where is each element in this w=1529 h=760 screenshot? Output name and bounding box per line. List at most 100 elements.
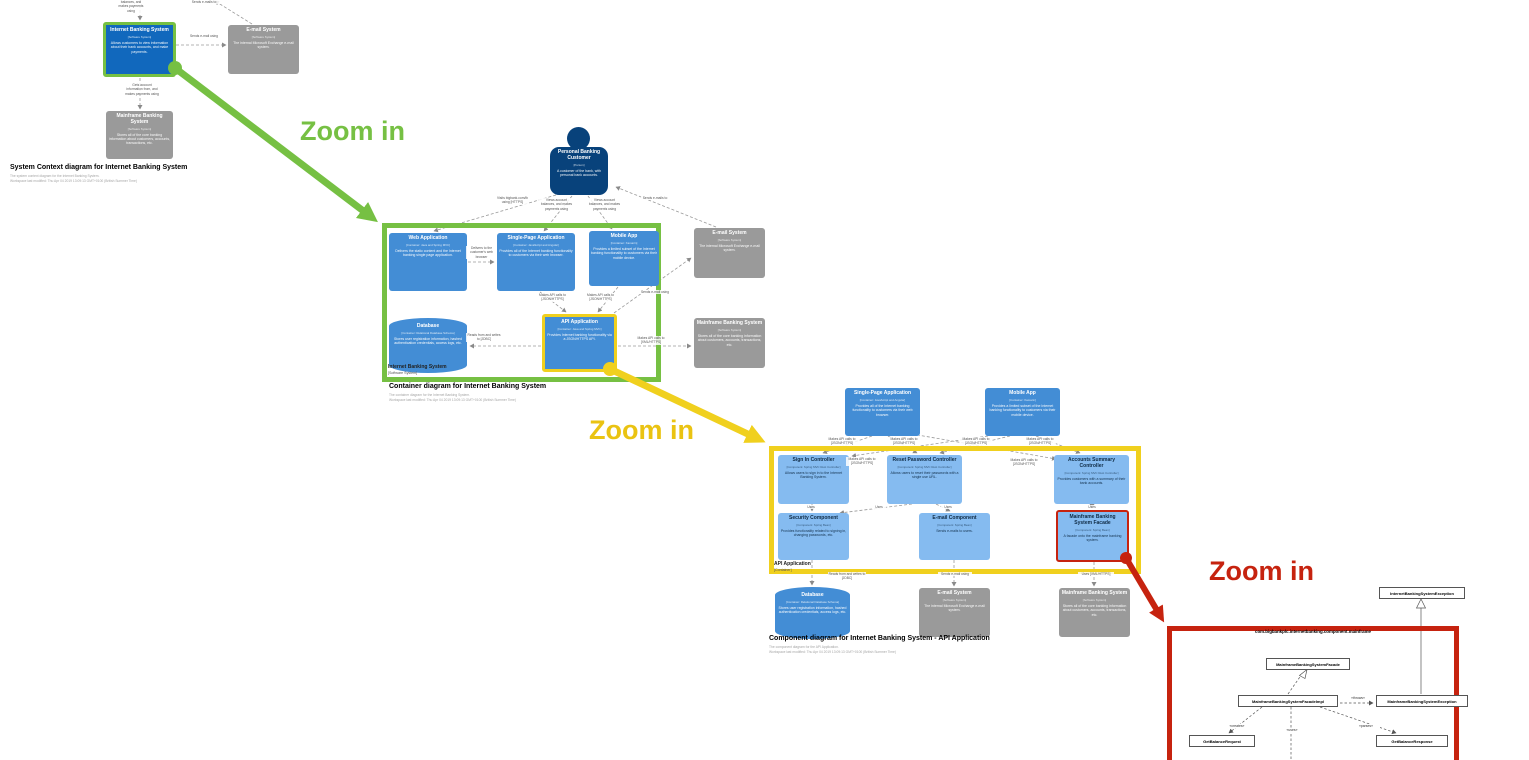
- edge-label-views-2: Views account balances, and makes paymen…: [587, 198, 622, 211]
- node-meta: [Container: JavaScript and Angular]: [513, 242, 559, 247]
- edge-label-views-1: Views account balances, and makes paymen…: [539, 198, 574, 211]
- node-title: Mainframe Banking System: [1061, 590, 1128, 596]
- context-node-internet-banking-system: Internet Banking System [Software System…: [103, 22, 176, 77]
- edge-label-gets-account: Gets account information from, and makes…: [125, 83, 159, 96]
- edge-label-api-calls-2: Makes API calls to [JSON/HTTPS]: [888, 437, 920, 446]
- zoom-label-red: Zoom in: [1209, 556, 1314, 586]
- node-title: E-mail Component: [932, 515, 977, 521]
- node-desc: Sends e-mails to users.: [936, 528, 973, 533]
- node-meta: [Software System]: [717, 327, 742, 332]
- edge-label-delivers: Delivers to the customer's web browser: [466, 246, 497, 259]
- node-title: Reset Password Controller: [892, 457, 957, 463]
- edge-label-uses-2: Uses: [872, 505, 886, 510]
- node-desc: Provides Internet banking functionality …: [547, 332, 612, 342]
- node-meta: [Container: Xamarin]: [610, 240, 638, 245]
- container-node-mobile-app: Mobile App [Container: Xamarin] Provides…: [589, 231, 659, 286]
- node-title: Mobile App: [610, 233, 638, 239]
- edge-label-cut-top: balances, and makes payments using: [116, 0, 146, 13]
- edge-label-uses-xml: Uses [XML/HTTPS]: [1078, 572, 1114, 577]
- component-node-security-component: Security Component [Component: Spring Be…: [778, 513, 849, 560]
- component-node-mainframe-banking-system-facade: Mainframe Banking System Facade [Compone…: [1056, 510, 1129, 562]
- node-title: E-mail System: [712, 230, 747, 236]
- container-node-web-application: Web Application [Container: Java and Spr…: [389, 233, 467, 291]
- node-desc: A facade onto the mainframe banking syst…: [1063, 533, 1122, 542]
- component-node-accounts-summary-controller: Accounts Summary Controller [Component: …: [1054, 455, 1129, 504]
- node-title: Accounts Summary Controller: [1068, 457, 1115, 469]
- node-meta: [Component: Spring MVC Rest Controller]: [897, 464, 952, 469]
- node-title: Mainframe Banking System Facade: [1069, 514, 1116, 526]
- class-mainframe-banking-system-facade: MainframeBankingSystemFacade: [1266, 658, 1350, 670]
- node-desc: Stores all of the core banking informati…: [697, 333, 762, 347]
- node-title: Mainframe Banking System: [696, 320, 763, 326]
- node-title: Mobile App: [1009, 390, 1036, 396]
- component-node-mainframe-banking-system: Mainframe Banking System [Software Syste…: [1059, 588, 1130, 637]
- node-meta: [Container: Xamarin]: [1009, 397, 1036, 402]
- node-title: API Application: [561, 319, 598, 325]
- node-desc: A customer of the bank, with personal ba…: [557, 168, 601, 177]
- context-diagram-title: System Context diagram for Internet Bank…: [10, 164, 188, 171]
- component-node-mobile-app: Mobile App [Container: Xamarin] Provides…: [985, 388, 1060, 436]
- edge-label-sends-emails-to: Sends e-mails to: [641, 196, 669, 201]
- boundary-code-diagram: [1167, 626, 1459, 760]
- node-desc: Provides a limited subset of the Interne…: [591, 246, 657, 260]
- edge-label-uses-3: Uses: [941, 505, 955, 510]
- container-node-single-page-application: Single-Page Application [Container: Java…: [497, 233, 575, 291]
- node-meta: [Person]: [573, 162, 585, 167]
- edge-label-api-calls-xml: Makes API calls to [XML/HTTPS]: [634, 336, 668, 345]
- class-mainframe-banking-system-facade-impl: MainframeBankingSystemFacadeImpl: [1238, 695, 1338, 707]
- boundary-label-title: Internet Banking System: [388, 364, 447, 370]
- node-desc: Provides all of the Internet banking fun…: [852, 403, 913, 417]
- edge-label-api-calls-6: Makes API calls to [JSON/HTTPS]: [1008, 458, 1040, 467]
- node-title: Sign In Controller: [792, 457, 835, 463]
- edge-label-cut-top-right: Sends e-mails to: [186, 0, 222, 5]
- stereotype-throws: «throws»: [1342, 696, 1374, 700]
- boundary-label-title: API Application: [774, 561, 811, 567]
- node-title: Web Application: [408, 235, 448, 241]
- node-title: Security Component: [789, 515, 838, 521]
- stereotype-creates: «creates»: [1222, 724, 1252, 728]
- edge-label-reads-writes: Reads from and writes to [JDBC]: [466, 333, 502, 342]
- node-desc: Stores user registration information, ha…: [778, 605, 847, 615]
- node-title: E-mail System: [246, 27, 281, 33]
- container-diagram-modified: Workspace last modified: Thu Apr 04 2019…: [389, 398, 516, 402]
- node-meta: [Component: Spring Bean]: [1075, 527, 1110, 532]
- component-diagram-title: Component diagram for Internet Banking S…: [769, 635, 990, 642]
- node-desc: Stores all of the core banking informati…: [1062, 603, 1127, 617]
- component-node-database: Database [Container: Relational Database…: [775, 587, 850, 639]
- edge-label-uses-4: Uses: [1085, 505, 1099, 510]
- node-desc: Stores user registration information, ha…: [394, 336, 462, 346]
- boundary-label-meta: [Container]: [774, 568, 792, 572]
- node-desc: Allows customers to view information abo…: [110, 40, 169, 54]
- class-get-balance-response: GetBalanceResponse: [1376, 735, 1448, 747]
- node-desc: Provides a limited subset of the Interne…: [989, 403, 1056, 417]
- edge-label-api-calls-4: Makes API calls to [JSON/HTTPS]: [1024, 437, 1056, 446]
- context-diagram-modified: Workspace last modified: Thu Apr 04 2019…: [10, 179, 137, 183]
- node-meta: [Software System]: [1082, 597, 1107, 602]
- context-node-mainframe-banking-system: Mainframe Banking System [Software Syste…: [106, 111, 173, 159]
- node-title: Database: [416, 323, 440, 329]
- node-meta: [Component: Spring MVC Rest Controller]: [1064, 470, 1119, 475]
- node-desc: Allows users to reset their passwords wi…: [890, 470, 959, 480]
- edge-label-api-calls-1: Makes API calls to [JSON/HTTPS]: [826, 437, 858, 446]
- class-internet-banking-system-exception: InternetBankingSystemException: [1379, 587, 1465, 599]
- person-head-icon: [567, 127, 590, 150]
- component-node-sign-in-controller: Sign In Controller [Component: Spring MV…: [778, 455, 849, 504]
- node-title: Database: [801, 592, 824, 598]
- node-meta: [Software System]: [127, 34, 152, 39]
- boundary-label-meta: [Software System]: [388, 371, 418, 375]
- edge-label-api-calls-3: Makes API calls to [JSON/HTTPS]: [960, 437, 992, 446]
- node-title: Single-Page Application: [853, 390, 912, 396]
- edge-label-sends-email-using: Sends e-mail using: [640, 290, 670, 295]
- node-meta: [Container: Relational Database Schema]: [785, 599, 840, 604]
- component-node-single-page-application: Single-Page Application [Container: Java…: [845, 388, 920, 436]
- edge-label-api-calls-5: Makes API calls to [JSON/HTTPS]: [846, 457, 878, 466]
- container-node-api-application: API Application [Container: Java and Spr…: [542, 314, 617, 372]
- container-node-personal-banking-customer: Personal Banking Customer [Person] A cus…: [550, 147, 608, 195]
- node-meta: [Component: Spring Bean]: [796, 522, 831, 527]
- context-node-email-system: E-mail System [Software System] The inte…: [228, 25, 299, 74]
- component-node-email-component: E-mail Component [Component: Spring Bean…: [919, 513, 990, 560]
- node-meta: [Software System]: [942, 597, 967, 602]
- edge-label-visits: Visits bigbank.com/ib using [HTTPS]: [496, 196, 529, 205]
- boundary-internet-banking-system: [382, 223, 661, 382]
